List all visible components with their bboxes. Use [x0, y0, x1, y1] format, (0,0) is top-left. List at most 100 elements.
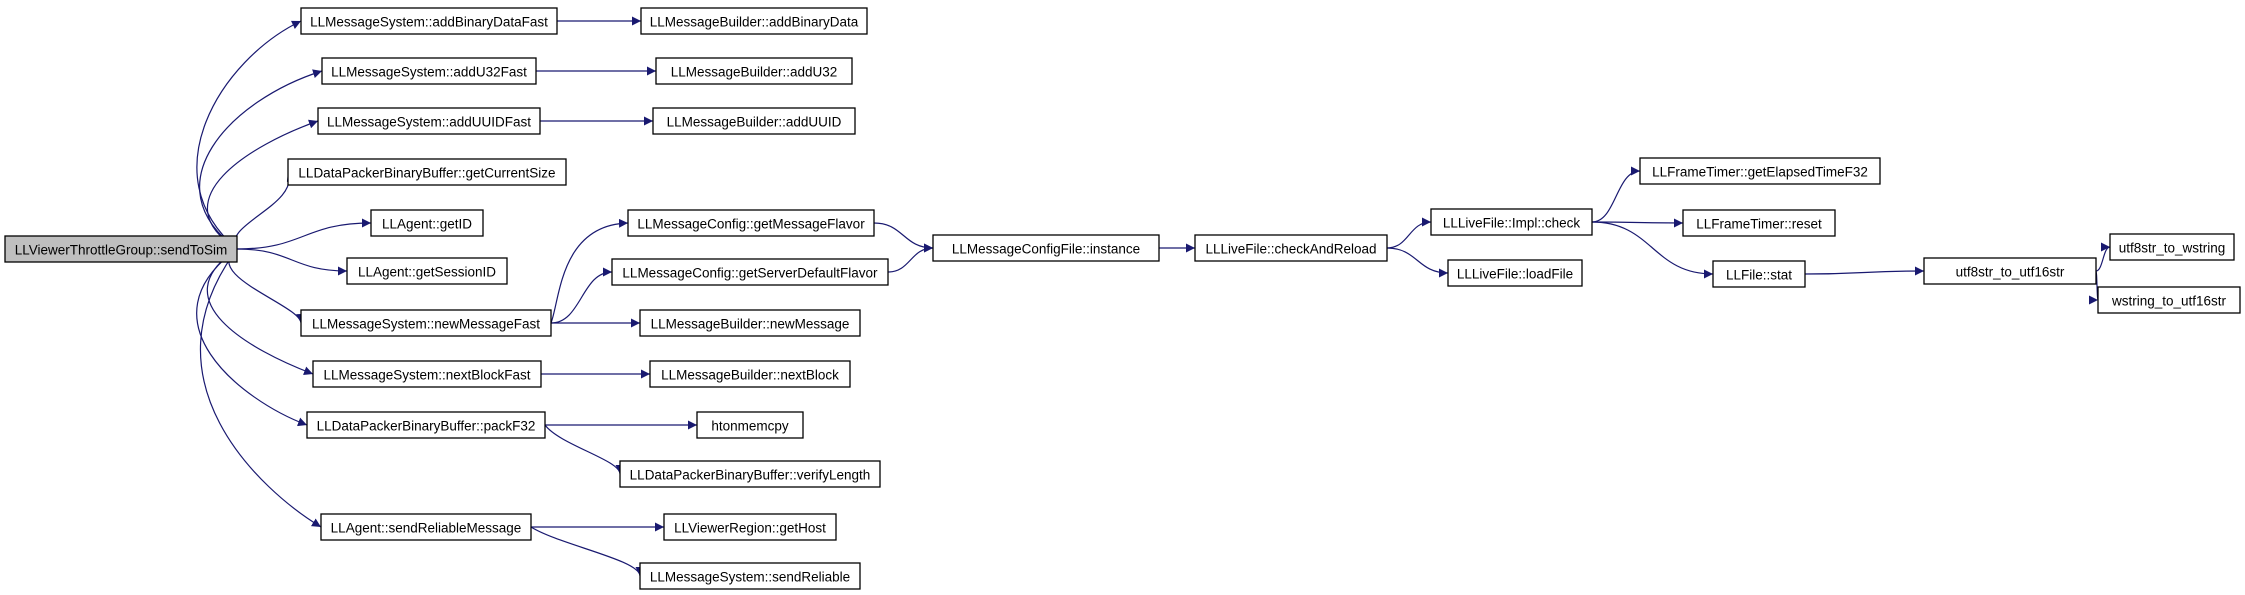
call-edge-root-to-getID	[236, 218, 372, 250]
node-box	[2097, 286, 2241, 314]
node-label: htonmemcpy	[711, 419, 789, 434]
node-label: utf8str_to_utf16str	[1956, 265, 2065, 280]
call-edge-getServerDefaultFlavor-to-configInstance	[887, 243, 934, 273]
function-node-utf8ToWstring[interactable]: utf8str_to_wstring	[2109, 233, 2235, 261]
node-label: LLMessageSystem::addUUIDFast	[327, 115, 531, 130]
function-node-timerReset[interactable]: LLFrameTimer::reset	[1682, 209, 1836, 237]
function-node-verifyLength[interactable]: LLDataPackerBinaryBuffer::verifyLength	[619, 460, 881, 488]
call-edge-root-to-packF32	[196, 248, 308, 427]
node-label: LLMessageConfig::getServerDefaultFlavor	[622, 266, 878, 281]
node-label: LLViewerThrottleGroup::sendToSim	[15, 243, 228, 258]
edge-arrow	[196, 20, 302, 250]
function-node-addBinaryData[interactable]: LLMessageBuilder::addBinaryData	[640, 7, 868, 35]
node-label: LLAgent::sendReliableMessage	[331, 521, 522, 536]
function-node-nextBlock[interactable]: LLMessageBuilder::nextBlock	[649, 360, 851, 388]
function-node-wstringToUtf16[interactable]: wstring_to_utf16str	[2097, 286, 2241, 314]
function-node-addU32[interactable]: LLMessageBuilder::addU32	[655, 57, 853, 85]
call-edge-implCheck-to-fileStat	[1591, 221, 1714, 279]
node-box	[640, 7, 868, 35]
edge-arrow	[1386, 247, 1449, 278]
edge-arrow	[196, 248, 308, 427]
node-label: LLMessageConfigFile::instance	[952, 242, 1140, 257]
function-node-root[interactable]: LLViewerThrottleGroup::sendToSim	[4, 235, 238, 263]
node-label: LLMessageBuilder::newMessage	[651, 317, 850, 332]
node-box	[663, 513, 837, 541]
edge-arrow	[1591, 166, 1641, 223]
edge-arrow	[1804, 266, 1925, 276]
function-node-getServerDefaultFlavor[interactable]: LLMessageConfig::getServerDefaultFlavor	[611, 258, 889, 286]
function-node-checkAndReload[interactable]: LLLiveFile::checkAndReload	[1194, 234, 1388, 262]
call-edge-root-to-addBinaryDataFast	[196, 20, 302, 250]
node-label: LLMessageBuilder::addBinaryData	[650, 15, 859, 30]
function-node-packF32[interactable]: LLDataPackerBinaryBuffer::packF32	[306, 411, 546, 439]
node-box	[1430, 208, 1593, 236]
edge-arrow	[234, 171, 296, 250]
call-edge-checkAndReload-to-loadFile	[1386, 247, 1449, 278]
node-box	[4, 235, 238, 263]
call-edge-root-to-sendReliableMessage	[200, 248, 322, 528]
node-box	[696, 411, 804, 439]
call-edge-root-to-nextBlockFast	[206, 248, 314, 375]
function-node-sendReliableMessage[interactable]: LLAgent::sendReliableMessage	[320, 513, 532, 541]
edges-layer	[196, 16, 2111, 577]
function-node-loadFile[interactable]: LLLiveFile::loadFile	[1447, 259, 1583, 287]
edge-arrow	[206, 119, 319, 250]
edge-arrow	[887, 243, 934, 273]
function-node-getElapsedTimeF32[interactable]: LLFrameTimer::getElapsedTimeF32	[1639, 157, 1881, 185]
function-node-getCurrentSize[interactable]: LLDataPackerBinaryBuffer::getCurrentSize	[287, 158, 567, 186]
edge-arrow	[530, 526, 645, 577]
node-label: LLAgent::getSessionID	[358, 265, 496, 280]
node-label: LLLiveFile::loadFile	[1457, 267, 1573, 282]
call-edge-checkAndReload-to-implCheck	[1386, 217, 1432, 249]
node-label: LLLiveFile::Impl::check	[1443, 216, 1581, 231]
node-box	[320, 513, 532, 541]
function-node-sendReliable[interactable]: LLMessageSystem::sendReliable	[639, 562, 861, 590]
function-node-fileStat[interactable]: LLFile::stat	[1712, 260, 1806, 288]
function-node-addU32Fast[interactable]: LLMessageSystem::addU32Fast	[321, 57, 537, 85]
nodes-layer: LLViewerThrottleGroup::sendToSimLLMessag…	[4, 7, 2241, 590]
edge-arrow	[2095, 242, 2111, 272]
node-box	[306, 411, 546, 439]
function-node-utf8ToUtf16[interactable]: utf8str_to_utf16str	[1923, 257, 2097, 285]
function-node-addUUIDFast[interactable]: LLMessageSystem::addUUIDFast	[317, 107, 541, 135]
function-node-getHost[interactable]: LLViewerRegion::getHost	[663, 513, 837, 541]
edge-arrow	[206, 248, 314, 375]
node-label: LLMessageSystem::addBinaryDataFast	[310, 15, 548, 30]
function-node-configInstance[interactable]: LLMessageConfigFile::instance	[932, 234, 1160, 262]
function-node-htonmemcpy[interactable]: htonmemcpy	[696, 411, 804, 439]
edge-arrow	[236, 218, 372, 250]
edge-arrow	[1386, 217, 1432, 249]
node-box	[1639, 157, 1881, 185]
node-box	[932, 234, 1160, 262]
function-node-addBinaryDataFast[interactable]: LLMessageSystem::addBinaryDataFast	[300, 7, 558, 35]
function-node-implCheck[interactable]: LLLiveFile::Impl::check	[1430, 208, 1593, 236]
function-node-getID[interactable]: LLAgent::getID	[370, 209, 484, 237]
function-node-newMessage[interactable]: LLMessageBuilder::newMessage	[639, 309, 861, 337]
node-box	[639, 309, 861, 337]
node-label: LLFrameTimer::getElapsedTimeF32	[1652, 165, 1868, 180]
node-box	[655, 57, 853, 85]
edge-arrow	[236, 248, 348, 276]
node-label: LLMessageBuilder::addU32	[671, 65, 838, 80]
node-box	[370, 209, 484, 237]
node-label: LLMessageBuilder::nextBlock	[661, 368, 839, 383]
node-box	[649, 360, 851, 388]
call-edge-root-to-getSessionID	[236, 248, 348, 276]
call-edge-packF32-to-verifyLength	[544, 424, 625, 475]
function-node-newMessageFast[interactable]: LLMessageSystem::newMessageFast	[300, 309, 552, 337]
edge-arrow	[544, 424, 625, 475]
function-node-getSessionID[interactable]: LLAgent::getSessionID	[346, 257, 508, 285]
node-label: LLDataPackerBinaryBuffer::packF32	[317, 419, 536, 434]
edge-arrow	[200, 248, 322, 528]
node-box	[300, 309, 552, 337]
function-node-nextBlockFast[interactable]: LLMessageSystem::nextBlockFast	[312, 360, 542, 388]
node-label: LLMessageSystem::newMessageFast	[312, 317, 540, 332]
function-node-getMessageFlavor[interactable]: LLMessageConfig::getMessageFlavor	[627, 209, 875, 237]
call-edge-sendReliableMessage-to-sendReliable	[530, 526, 645, 577]
node-box	[627, 209, 875, 237]
node-label: LLViewerRegion::getHost	[674, 521, 826, 536]
node-box	[1447, 259, 1583, 287]
function-node-addUUID[interactable]: LLMessageBuilder::addUUID	[652, 107, 856, 135]
node-label: LLMessageSystem::addU32Fast	[331, 65, 527, 80]
